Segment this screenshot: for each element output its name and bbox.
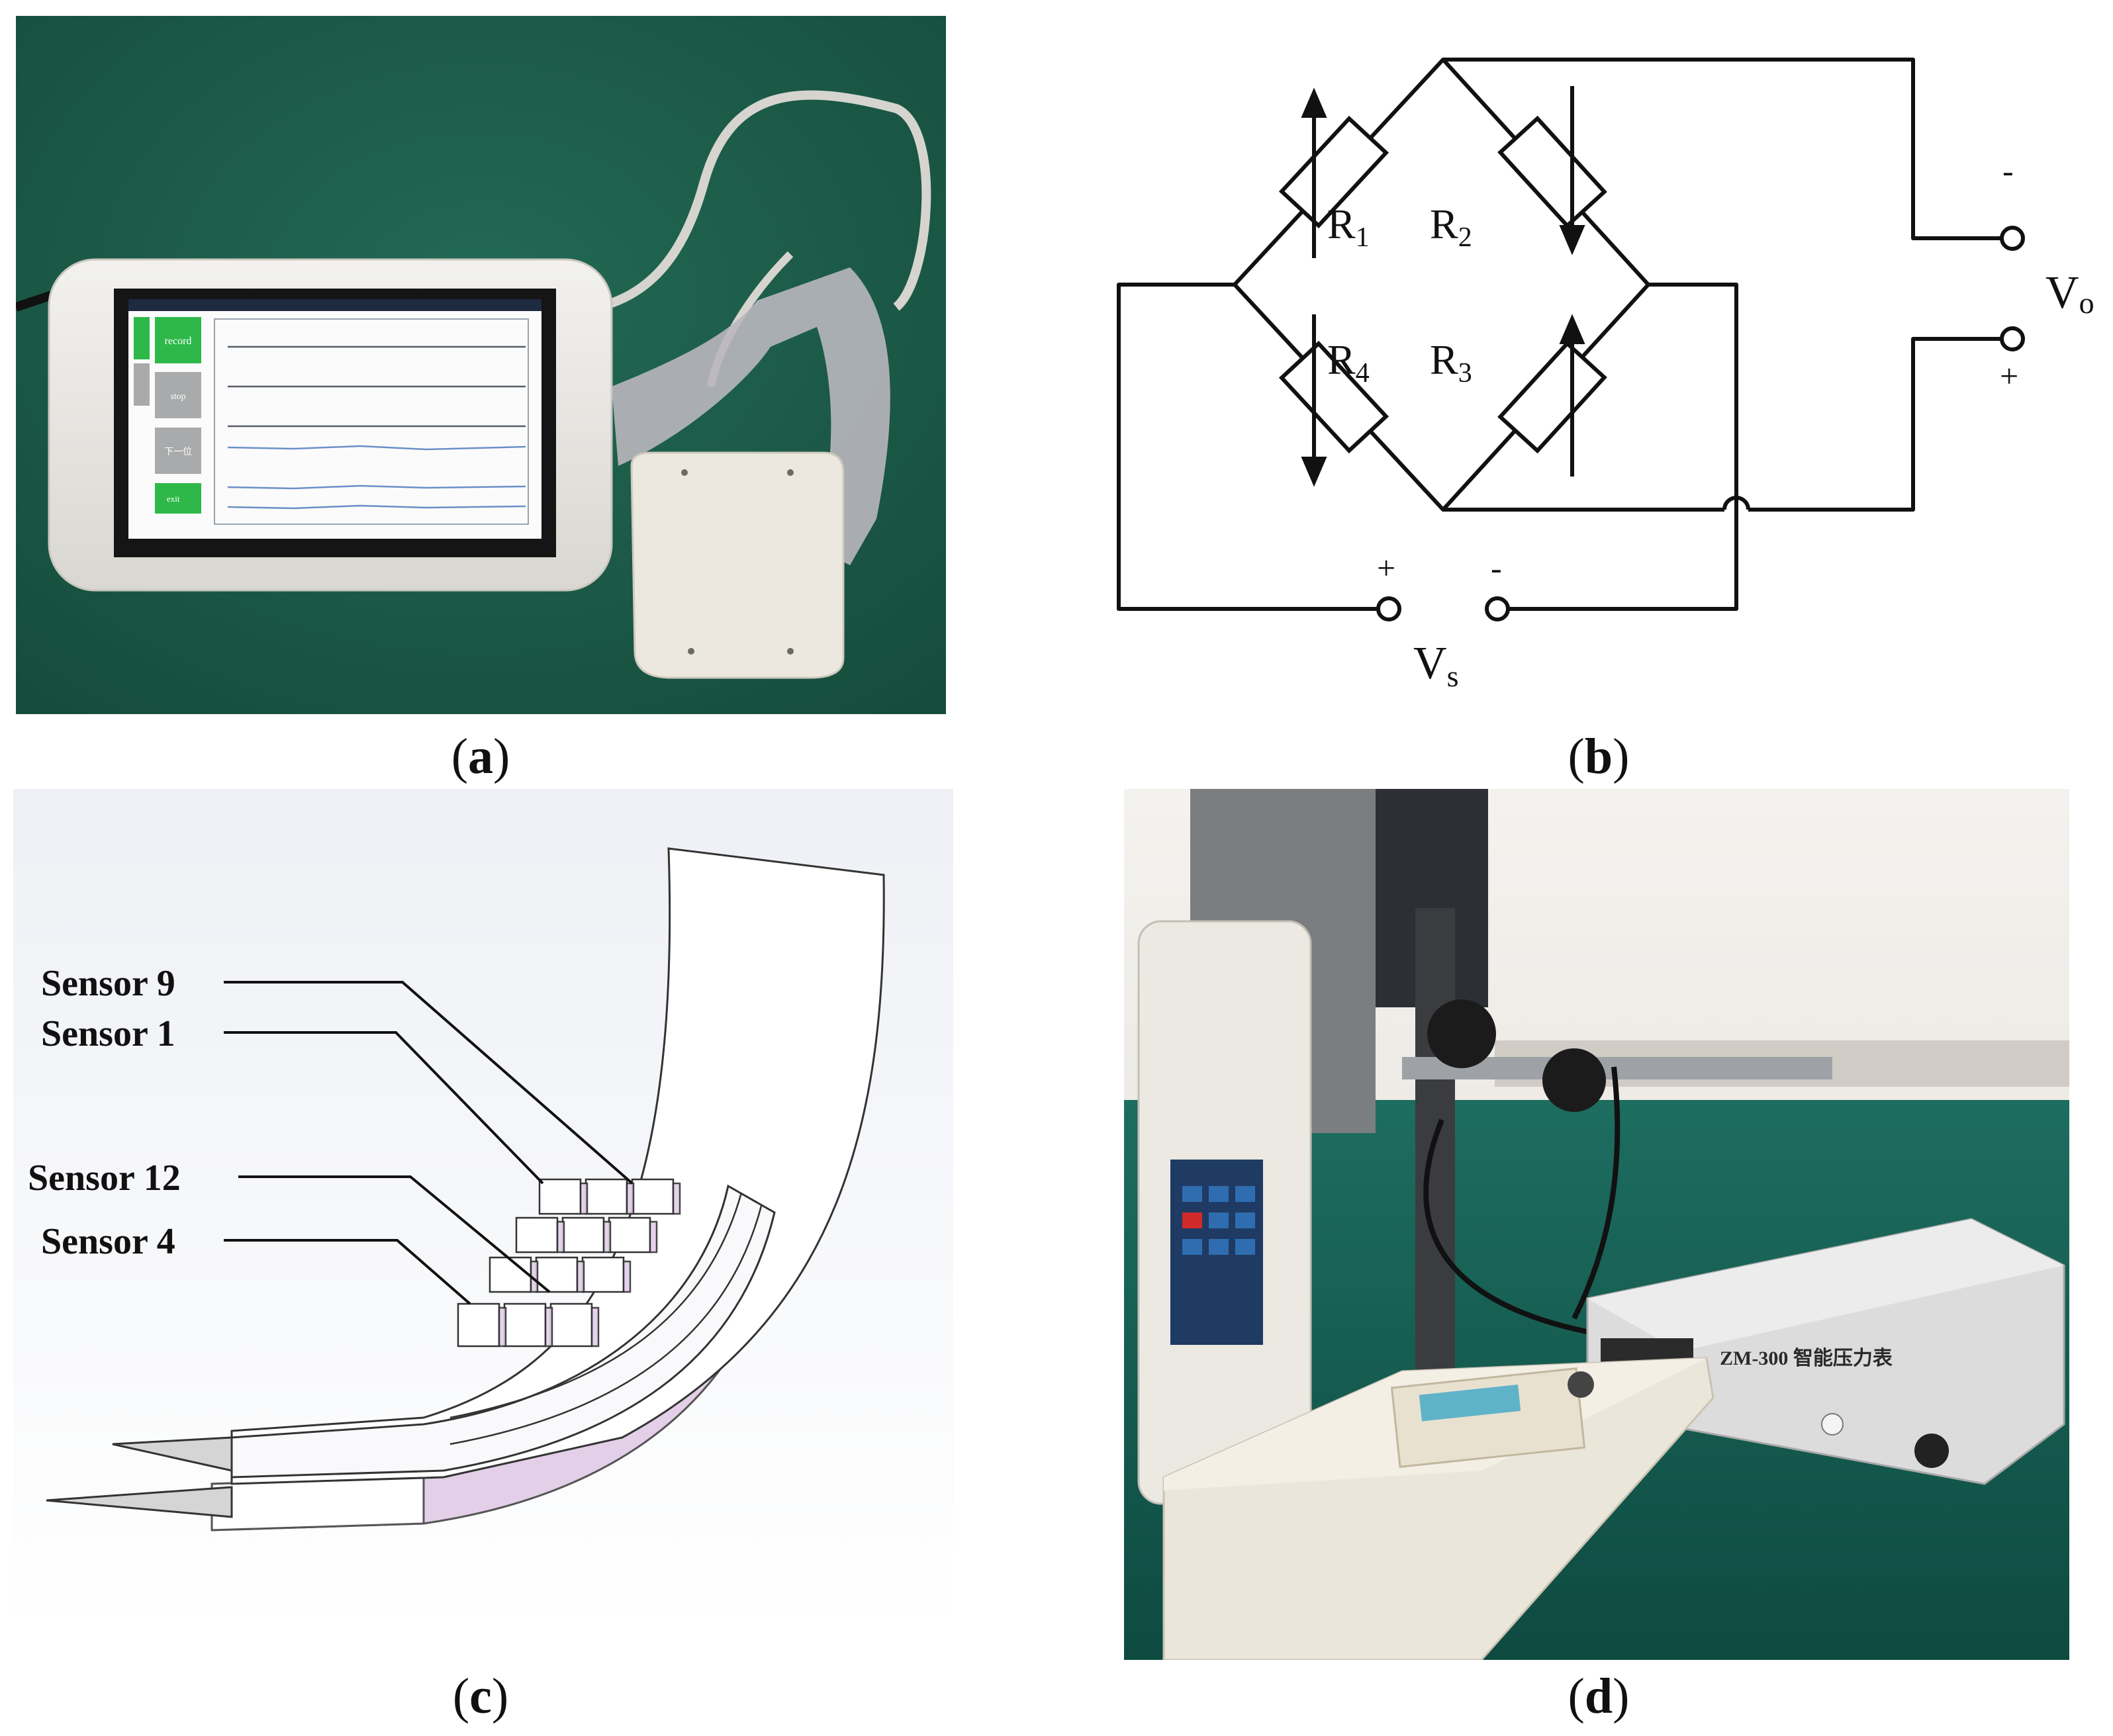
svg-text:record: record xyxy=(165,336,192,347)
leader-sensor-12 xyxy=(238,1175,551,1293)
label-r4: R4 xyxy=(1327,336,1370,388)
panel-d-photo: ZM-300 智能压力表 xyxy=(1124,789,2069,1660)
test-rig-photo: ZM-300 智能压力表 xyxy=(1124,789,2069,1660)
screen-record-button: record xyxy=(155,317,201,363)
sensor-box xyxy=(630,451,845,679)
vo-plus-terminal xyxy=(2000,326,2025,351)
screen-side-tab xyxy=(134,317,150,359)
insole-sensor-model: Sensor 9 Sensor 1 Sensor 12 Sensor 4 xyxy=(13,789,953,1633)
label-sensor-12: Sensor 12 xyxy=(28,1158,181,1199)
screen-exit-button: exit xyxy=(155,483,201,514)
vs-plus-terminal xyxy=(1376,596,1401,621)
resistor-r3 xyxy=(1497,340,1607,454)
force-gauge xyxy=(1137,920,1312,1505)
vo-minus-sign: - xyxy=(2002,152,2014,189)
panel-b-circuit: R1 R2 R4 R3 Vo - + Vs + - xyxy=(1086,40,2113,702)
svg-text:下一位: 下一位 xyxy=(164,447,192,457)
label-r3: R3 xyxy=(1430,336,1472,388)
svg-text:ZM-300 智能压力表: ZM-300 智能压力表 xyxy=(1720,1348,1893,1369)
label-sensor-4: Sensor 4 xyxy=(41,1221,175,1262)
wire-top-vo xyxy=(1443,58,2000,240)
label-vo: Vo xyxy=(2045,267,2094,320)
vs-minus-terminal xyxy=(1485,596,1510,621)
base-box xyxy=(1162,1357,1714,1660)
label-r1: R1 xyxy=(1327,201,1370,253)
vs-plus-sign: + xyxy=(1377,549,1395,586)
resistor-r2 xyxy=(1497,115,1607,229)
label-sensor-1: Sensor 1 xyxy=(41,1013,175,1054)
vs-minus-sign: - xyxy=(1491,549,1502,586)
zm300-instrument: ZM-300 智能压力表 xyxy=(1586,1218,2065,1485)
screen-side-tab-2 xyxy=(134,363,150,406)
panel-c-model: Sensor 9 Sensor 1 Sensor 12 Sensor 4 xyxy=(13,789,953,1633)
label-sensor-9: Sensor 9 xyxy=(41,963,175,1004)
caption-c: (c) xyxy=(452,1668,509,1724)
vo-minus-terminal xyxy=(2000,226,2025,251)
caption-b: (b) xyxy=(1568,729,1630,784)
vo-plus-sign: + xyxy=(2000,357,2018,394)
leader-sensor-9 xyxy=(224,981,634,1185)
leader-sensor-1 xyxy=(224,1031,544,1185)
svg-text:stop: stop xyxy=(170,392,185,402)
caption-d: (d) xyxy=(1568,1668,1630,1724)
sensor-array xyxy=(457,1178,681,1348)
bridge-diamond xyxy=(1233,58,1650,512)
leader-sensor-4 xyxy=(224,1239,471,1305)
label-vs: Vs xyxy=(1413,638,1458,693)
svg-text:exit: exit xyxy=(167,494,180,504)
bridge-circuit-diagram: R1 R2 R4 R3 Vo - + Vs + - xyxy=(1117,58,2094,693)
screen-next-button: 下一位 xyxy=(155,428,201,474)
tablet-device-photo: record stop 下一位 exit xyxy=(16,16,946,714)
caption-a: (a) xyxy=(451,729,510,784)
panel-a-photo: record stop 下一位 exit xyxy=(16,16,946,714)
screen-stop-button: stop xyxy=(155,372,201,418)
label-r2: R2 xyxy=(1430,201,1472,253)
